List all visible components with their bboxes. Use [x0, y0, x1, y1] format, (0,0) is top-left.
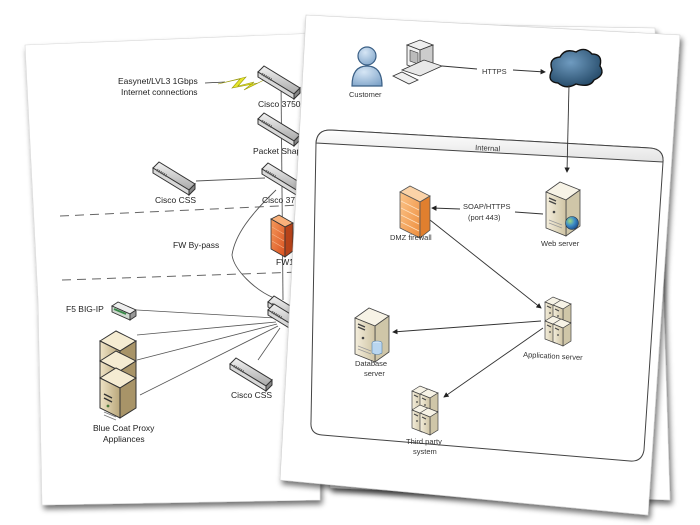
f5-big-ip-icon — [111, 301, 137, 321]
web-server-label: Web server — [541, 239, 580, 248]
third-party-system-icon — [411, 385, 439, 436]
blue-coat-label-line2: Appliances — [103, 434, 145, 444]
packet-shaper-label: Packet Shaper — [253, 146, 309, 156]
database-server-icon — [354, 307, 390, 363]
core-links — [136, 309, 281, 396]
workstation-icon — [392, 39, 444, 85]
internal-zone: Internal — [310, 129, 664, 462]
internet-connection-label-line2: Internet connections — [121, 87, 198, 97]
db-server-label-line2: server — [364, 369, 385, 378]
https-link — [441, 65, 478, 70]
app-to-db-link — [392, 320, 542, 335]
app-to-third-party-link — [443, 327, 544, 398]
application-server-icon — [544, 296, 572, 347]
blue-coat-label-line1: Blue Coat Proxy — [93, 423, 155, 433]
db-server-label-line1: Database — [355, 359, 387, 368]
fw1-label: FW1 — [276, 257, 294, 267]
trunk-link — [280, 79, 284, 301]
cisco-3750-top-label: Cisco 3750 — [258, 99, 301, 109]
cisco-3750-mid-label: Cisco 3750 — [262, 195, 305, 205]
soap-label-line2: (port 443) — [468, 213, 501, 222]
soap-label-line1: SOAP/HTTPS — [463, 202, 511, 211]
css-link — [195, 177, 266, 182]
cisco-css-bottom-label: Cisco CSS — [231, 390, 272, 400]
internal-zone-label: Internal — [475, 143, 501, 153]
fw1-firewall-icon — [270, 214, 294, 258]
customer-icon — [351, 46, 383, 87]
customer-label: Customer — [349, 90, 382, 99]
cisco-css-top-label: Cisco CSS — [155, 195, 196, 205]
soap-https-link — [431, 205, 461, 211]
dmz-firewall-label: DMZ firewall — [390, 233, 432, 242]
lightning-icon — [217, 76, 265, 91]
https-label: HTTPS — [482, 67, 507, 76]
blue-coat-proxy-icon — [99, 330, 137, 421]
firewall-to-app-link — [429, 219, 542, 309]
fw-bypass-link — [231, 189, 277, 299]
web-server-icon — [545, 181, 581, 237]
front-page-content: Internal Customer HTTPS SOAP/HTTPS (p — [310, 39, 664, 462]
internet-connection-label-line1: Easynet/LVL3 1Gbps — [118, 76, 198, 86]
internet-to-web-link — [564, 84, 570, 173]
third-party-label-line2: system — [413, 447, 437, 456]
internet-cloud-icon — [549, 48, 603, 88]
fw-bypass-label: FW By-pass — [173, 240, 219, 250]
back-page-content: Easynet/LVL3 1Gbps Internet connections … — [59, 64, 312, 444]
dmz-firewall-icon — [399, 185, 431, 239]
dmz-boundary-line-bottom — [61, 271, 301, 281]
application-server-label: Application server — [523, 350, 584, 362]
back-page — [24, 32, 321, 506]
f5-big-ip-label: F5 BIG-IP — [66, 304, 104, 314]
third-party-label-line1: Third party — [406, 437, 442, 446]
